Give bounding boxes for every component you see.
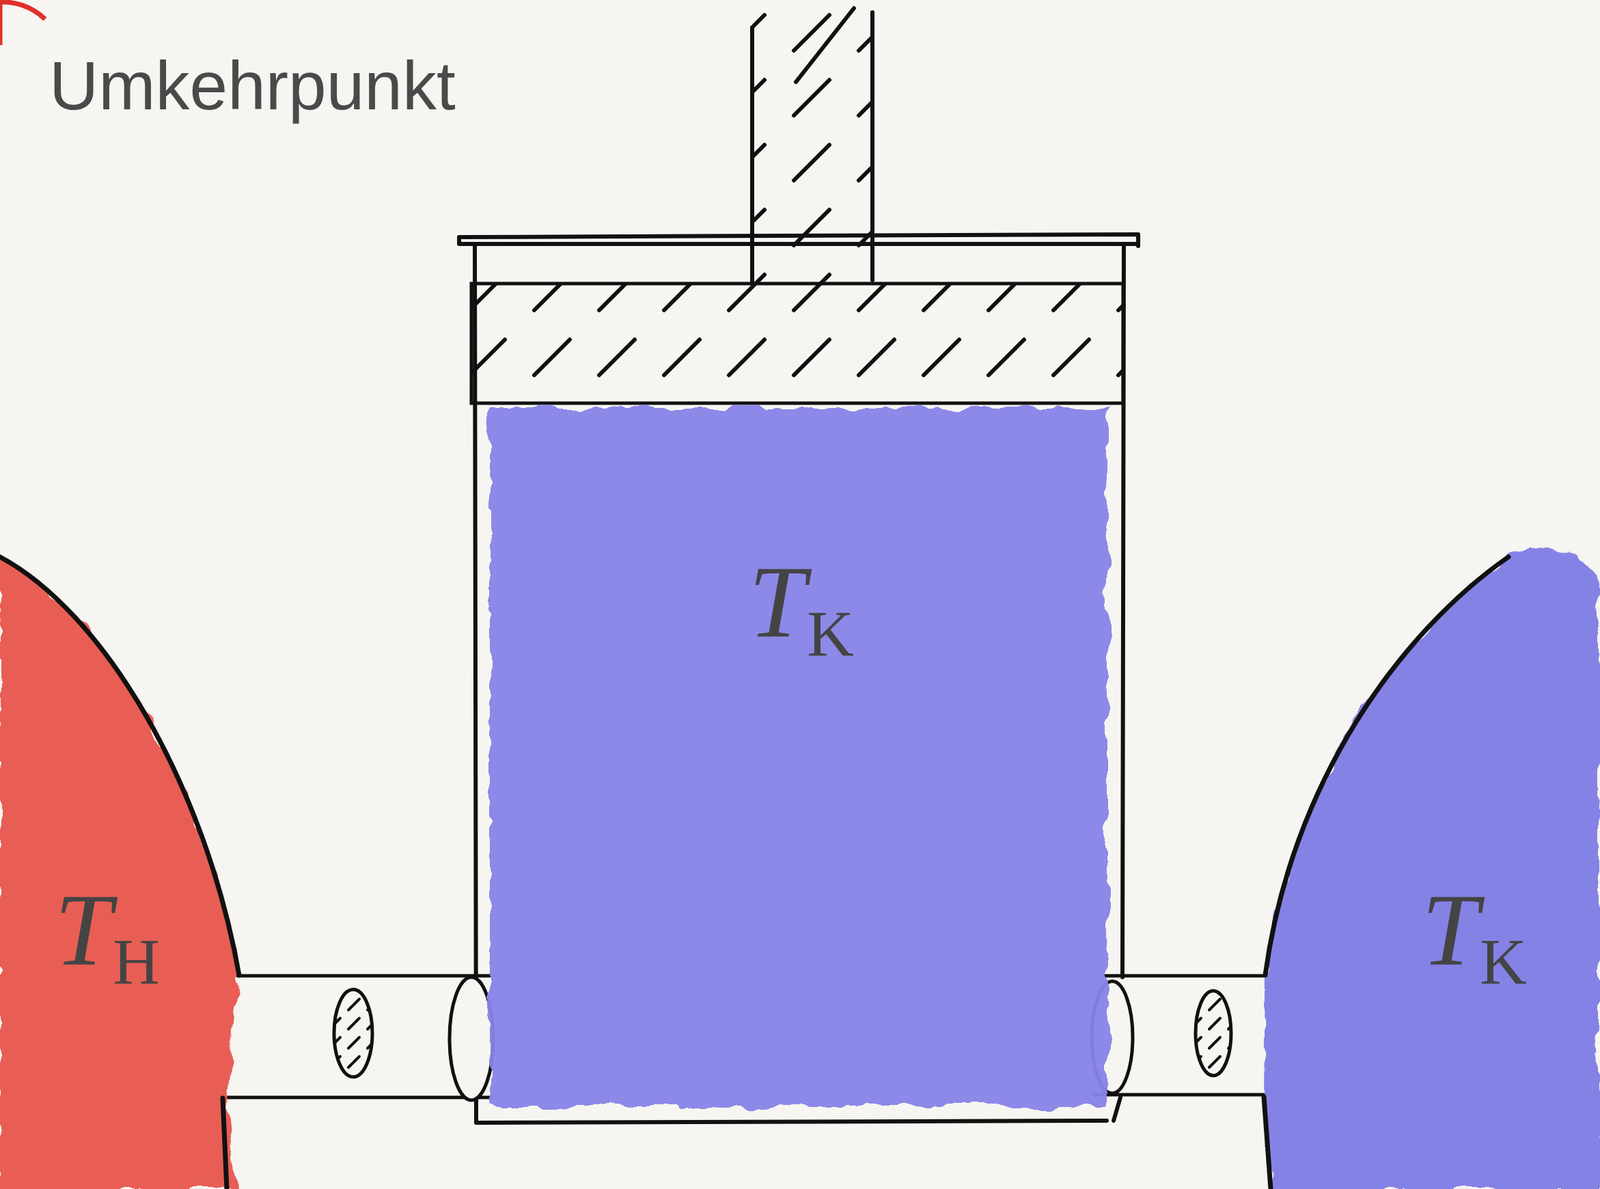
temperature-label: TK [1421, 877, 1527, 981]
region-shape [0, 556, 241, 1189]
corner-mark [0, 0, 46, 46]
closed-valve [1195, 990, 1232, 1076]
closed-valve [334, 989, 373, 1077]
piston-rod [752, 8, 873, 282]
region-outline [1263, 556, 1509, 1189]
hot-reservoir: TH [0, 556, 241, 1189]
region-shape [489, 407, 1108, 1107]
region-outline [0, 556, 240, 1189]
piston [471, 283, 1124, 404]
gas-volume: TK [489, 407, 1108, 1107]
pipe-opening [449, 976, 494, 1100]
region-fill [1263, 549, 1600, 1189]
title: Umkehrpunkt [49, 46, 456, 126]
cold-reservoir: TK [1263, 556, 1600, 1189]
temperature-label: TK [748, 549, 854, 653]
region-fill [0, 556, 240, 1189]
temperature-label: TH [54, 877, 160, 981]
cylinder-wall [459, 234, 1139, 1123]
region-fill [489, 407, 1108, 1107]
